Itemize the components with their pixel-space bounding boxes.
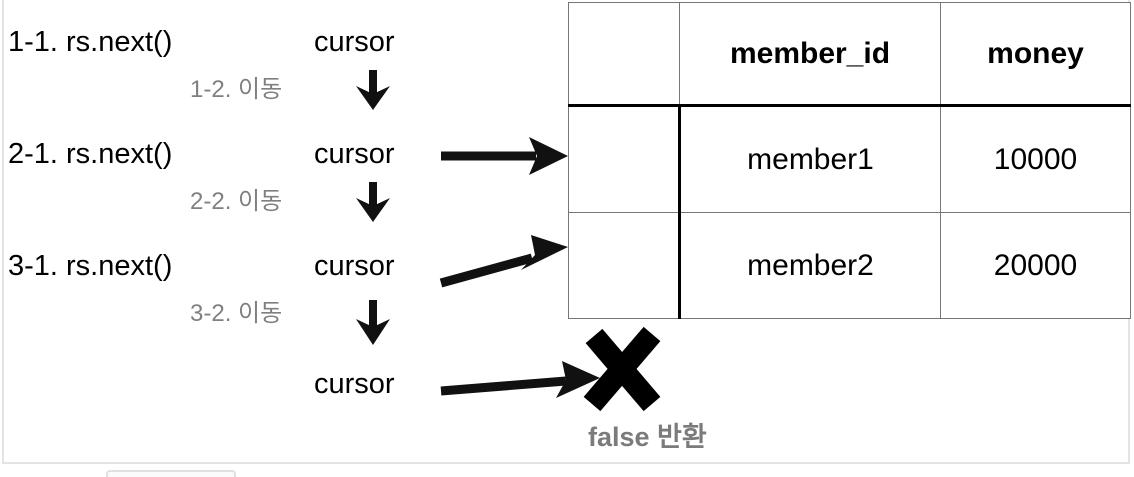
cursor-to-row1-arrow xyxy=(441,137,568,175)
move-down-arrow-3 xyxy=(356,300,390,345)
step-move-label-1: 1-2. 이동 xyxy=(190,76,283,103)
cursor-label-3: cursor xyxy=(314,250,395,282)
result-set-table: member_id money member1 10000 member2 20… xyxy=(568,2,1131,319)
cursor-label-1: cursor xyxy=(314,26,395,58)
table-header-member-id: member_id xyxy=(679,2,941,107)
row-cursor-cell-2 xyxy=(568,212,681,319)
table-header-cursor xyxy=(568,2,680,107)
result-label: false 반환 xyxy=(588,422,707,452)
step-call-label-2: 2-1. rs.next() xyxy=(8,138,173,170)
move-down-arrow-1 xyxy=(356,70,390,110)
x-mark-icon xyxy=(583,326,661,412)
table-header-row: member_id money xyxy=(568,2,1131,107)
step-move-label-3: 3-2. 이동 xyxy=(190,300,283,327)
row-member-id-1: member1 xyxy=(679,105,941,213)
step-move-label-2: 2-2. 이동 xyxy=(190,188,283,215)
row-cursor-cell-1 xyxy=(568,105,681,213)
cursor-label-final: cursor xyxy=(314,368,395,400)
below-canvas-stub xyxy=(106,470,236,477)
step-call-label-1: 1-1. rs.next() xyxy=(8,26,173,58)
cursor-to-x-arrow xyxy=(440,361,600,398)
row-money-2: 20000 xyxy=(940,212,1131,319)
table-row: member2 20000 xyxy=(568,212,1131,319)
table-header-money: money xyxy=(940,2,1131,107)
move-down-arrow-2 xyxy=(356,182,390,222)
table-row: member1 10000 xyxy=(568,105,1131,213)
row-money-1: 10000 xyxy=(940,105,1131,213)
row-member-id-2: member2 xyxy=(679,212,941,319)
cursor-label-2: cursor xyxy=(314,138,395,170)
cursor-to-row2-arrow xyxy=(439,235,568,288)
step-call-label-3: 3-1. rs.next() xyxy=(8,250,173,282)
